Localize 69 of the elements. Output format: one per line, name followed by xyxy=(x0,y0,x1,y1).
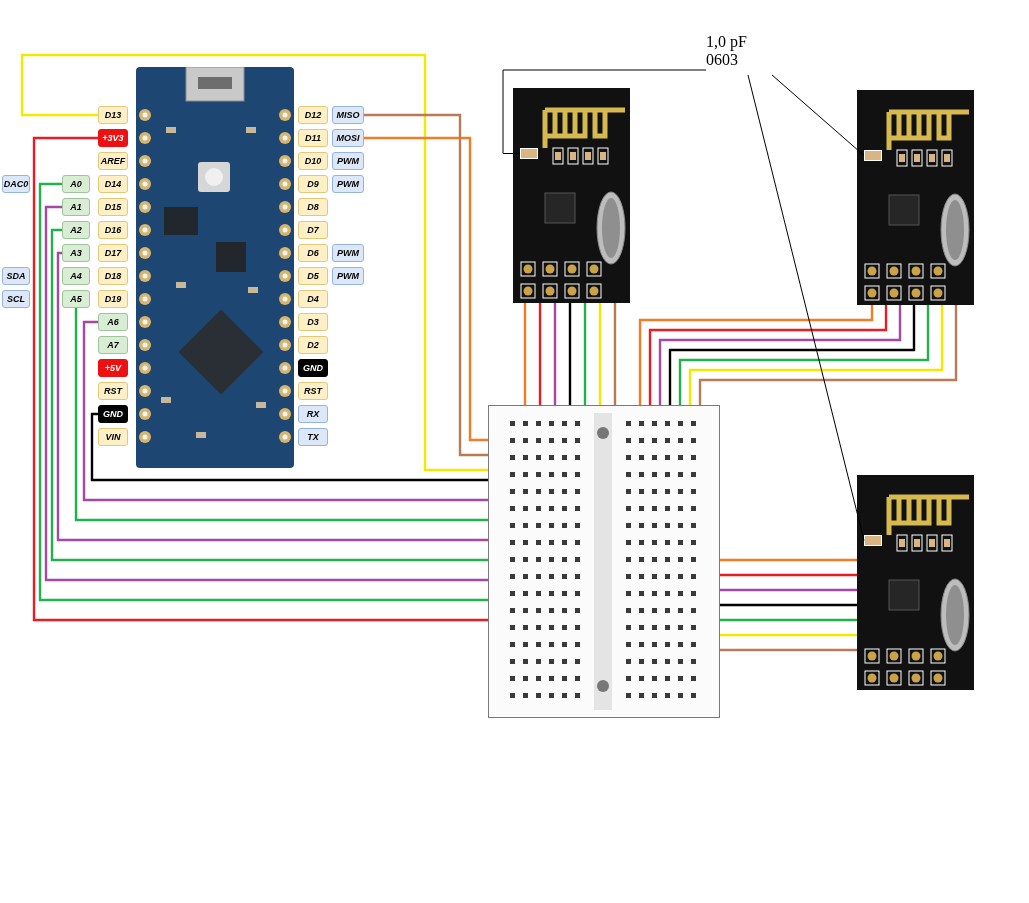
pin-label: A6 xyxy=(98,313,128,331)
capacitor xyxy=(864,535,882,546)
pin-label: AREF xyxy=(98,152,128,170)
pin-label: MISO xyxy=(332,106,364,124)
wire xyxy=(598,303,602,405)
pin-label: D3 xyxy=(298,313,328,331)
pin-label: D19 xyxy=(98,290,128,308)
pin-label: RST xyxy=(98,382,128,400)
wire xyxy=(82,320,488,502)
pin-label: GND xyxy=(298,359,328,377)
pin-label: RST xyxy=(298,382,328,400)
pin-label: D11 xyxy=(298,129,328,147)
pin-label: SDA xyxy=(2,267,30,285)
wire xyxy=(90,412,488,482)
pin-label: D14 xyxy=(98,175,128,193)
wire xyxy=(720,588,857,592)
pin-label: D15 xyxy=(98,198,128,216)
wire xyxy=(523,303,527,405)
leader-line xyxy=(771,74,865,156)
pin-label: GND xyxy=(98,405,128,423)
wire xyxy=(74,308,488,522)
wire xyxy=(613,303,617,405)
wire xyxy=(720,558,857,562)
pin-label: +5V xyxy=(98,359,128,377)
wire xyxy=(720,618,857,622)
pin-label: PWM xyxy=(332,244,364,262)
wire xyxy=(20,53,488,472)
leader-line xyxy=(502,69,707,154)
pin-label: D16 xyxy=(98,221,128,239)
wire xyxy=(720,633,857,637)
wire xyxy=(553,303,557,405)
pin-label: RX xyxy=(298,405,328,423)
pin-label: D10 xyxy=(298,152,328,170)
pin-label: D17 xyxy=(98,244,128,262)
pin-label: MOSI xyxy=(332,129,364,147)
pin-label: A7 xyxy=(98,336,128,354)
leader-line xyxy=(747,74,865,541)
wire xyxy=(568,303,572,405)
wire xyxy=(720,648,857,652)
pin-label: PWM xyxy=(332,267,364,285)
pin-label: D18 xyxy=(98,267,128,285)
pin-label: A2 xyxy=(62,221,90,239)
pin-label: D7 xyxy=(298,221,328,239)
pin-label: D2 xyxy=(298,336,328,354)
pin-label: SCL xyxy=(2,290,30,308)
pin-label: A0 xyxy=(62,175,90,193)
pin-label: +3V3 xyxy=(98,129,128,147)
pin-label: D5 xyxy=(298,267,328,285)
wire xyxy=(720,603,857,607)
pin-label: TX xyxy=(298,428,328,446)
pin-label: A4 xyxy=(62,267,90,285)
pin-label: DAC0 xyxy=(2,175,30,193)
pin-label: PWM xyxy=(332,152,364,170)
pin-label: A1 xyxy=(62,198,90,216)
pin-label: VIN xyxy=(98,428,128,446)
pin-label: D9 xyxy=(298,175,328,193)
pin-label: D8 xyxy=(298,198,328,216)
pin-label: D6 xyxy=(298,244,328,262)
pin-label: A3 xyxy=(62,244,90,262)
pin-label: D4 xyxy=(298,290,328,308)
wire xyxy=(720,573,857,577)
capacitor xyxy=(520,148,538,159)
pin-label: D13 xyxy=(98,106,128,124)
pin-label: D12 xyxy=(298,106,328,124)
pin-label: A5 xyxy=(62,290,90,308)
wire xyxy=(583,303,587,405)
capacitor xyxy=(864,150,882,161)
wire xyxy=(538,303,542,405)
pin-label: PWM xyxy=(332,175,364,193)
